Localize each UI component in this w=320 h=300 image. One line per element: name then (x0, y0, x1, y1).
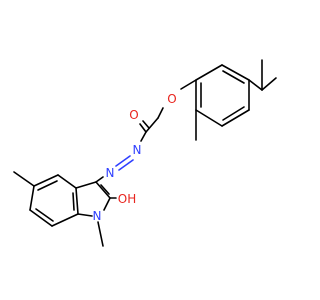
azo-nitrogen-label: N (106, 166, 115, 180)
hydroxyl-label: OH (118, 192, 136, 206)
bond (222, 106, 245, 121)
bond (139, 123, 147, 133)
bond (140, 131, 147, 142)
bond (142, 120, 150, 129)
bond (29, 185, 35, 211)
bond (75, 187, 79, 215)
bond (100, 184, 110, 195)
bond (180, 79, 197, 90)
molecule-structure: O O N N N OH (13, 59, 277, 247)
bond (222, 70, 245, 84)
bond (33, 174, 59, 187)
bond (35, 208, 54, 222)
bond (37, 180, 58, 191)
bond (221, 109, 250, 127)
bond (115, 155, 131, 167)
bond (261, 77, 277, 91)
bond (221, 64, 250, 81)
bond (118, 159, 134, 171)
bond (195, 64, 223, 81)
bond (75, 181, 97, 189)
bond (248, 79, 263, 91)
bond (95, 176, 104, 183)
carbonyl-oxygen-label: O (129, 108, 138, 122)
structure-canvas: O O N N N OH (13, 59, 277, 247)
bond (51, 213, 79, 227)
bond (13, 171, 35, 187)
ring-nitrogen-label: N (93, 209, 102, 223)
bond (57, 174, 77, 189)
bond (97, 221, 104, 247)
bond (77, 213, 93, 217)
ether-oxygen-label: O (167, 92, 176, 106)
bond (72, 192, 75, 211)
bond (145, 117, 159, 133)
bond (157, 107, 164, 119)
bond (95, 181, 111, 199)
bond (195, 109, 223, 127)
bond (103, 197, 111, 211)
bond (29, 209, 53, 227)
azo-nitrogen-label: N (133, 143, 142, 157)
